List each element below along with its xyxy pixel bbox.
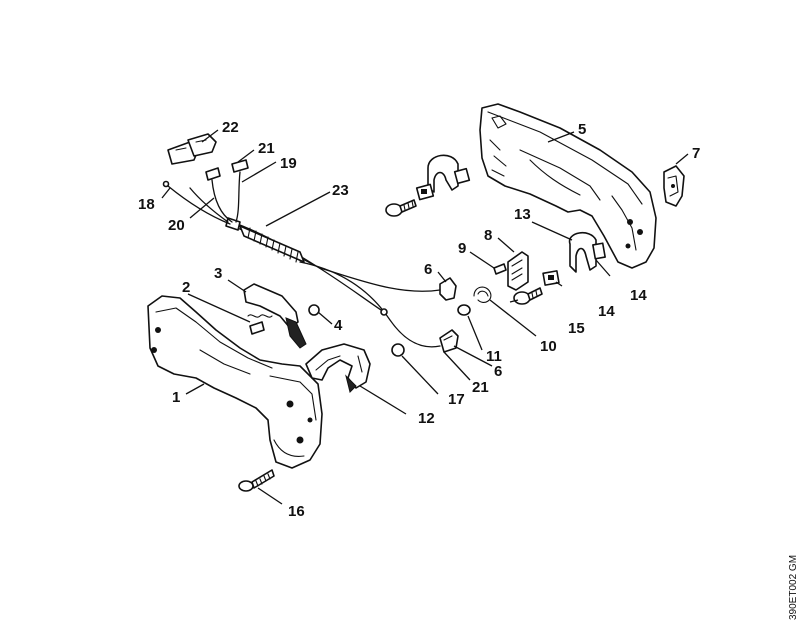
leader-lines (161, 129, 689, 505)
part-22-connectors (167, 133, 217, 165)
callout-9: 9 (458, 240, 466, 257)
callout-5: 5 (578, 121, 586, 138)
callout-22: 22 (222, 119, 239, 136)
part-6-switch-upper (439, 277, 457, 301)
part-10-spring (473, 286, 492, 303)
callout-21-bottom: 21 (472, 379, 489, 396)
part-4-bushing (308, 304, 320, 316)
wire-bundle-top (162, 159, 249, 225)
callout-17: 17 (448, 391, 465, 408)
callout-21-top: 21 (258, 140, 275, 157)
callout-2: 2 (182, 279, 190, 296)
part-9-screw (493, 263, 507, 275)
part-5-upper-handle (479, 103, 657, 269)
part-23-wire-harness (225, 217, 441, 348)
callout-8: 8 (484, 227, 492, 244)
callout-6-upper: 6 (424, 261, 432, 278)
part-6-switch-lower (439, 329, 459, 353)
part-15-screw (513, 287, 543, 305)
callout-18: 18 (138, 196, 155, 213)
callout-3: 3 (214, 265, 222, 282)
callout-6-lower: 6 (494, 363, 502, 380)
callout-23: 23 (332, 182, 349, 199)
part-17-ring (391, 343, 405, 357)
upper-screw (385, 199, 417, 217)
callout-11: 11 (486, 348, 502, 365)
callout-numbers: 22 21 19 18 20 23 5 7 13 8 9 6 14 14 15 … (138, 119, 700, 520)
part-13-clamp (568, 232, 606, 273)
part-2-spring (247, 314, 273, 335)
part-11-bushing (457, 304, 471, 316)
callout-10: 10 (540, 338, 557, 355)
part-3-trigger (243, 283, 307, 349)
callout-14-mid: 14 (598, 303, 615, 320)
part-7-grommet (663, 165, 685, 207)
part-14-nut (542, 270, 560, 286)
callout-16: 16 (288, 503, 305, 520)
callout-7: 7 (692, 145, 700, 162)
callout-15: 15 (568, 320, 585, 337)
part-12-clamp (305, 343, 371, 393)
callout-12: 12 (418, 410, 435, 427)
part-1-lower-handle (147, 295, 323, 469)
callout-4: 4 (334, 317, 343, 334)
drawing-code: 390ET002 GM (788, 555, 799, 620)
callout-19: 19 (280, 155, 297, 172)
callout-1: 1 (172, 389, 180, 406)
upper-clamp (415, 154, 471, 201)
callout-13: 13 (514, 206, 531, 223)
part-8-contact-plate (507, 251, 529, 291)
callout-14-right: 14 (630, 287, 647, 304)
part-16-screw (238, 469, 275, 492)
callout-20: 20 (168, 217, 185, 234)
